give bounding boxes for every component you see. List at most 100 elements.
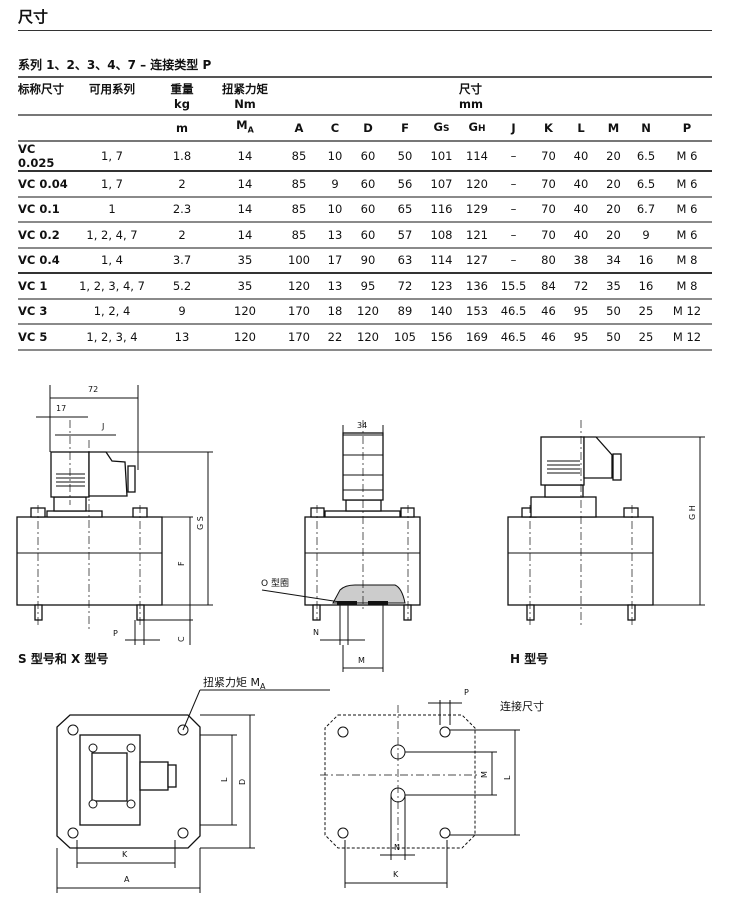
col-j: J: [495, 115, 532, 142]
value-cell: –: [495, 222, 532, 249]
front-view: 34 O 型圈 N M: [261, 420, 421, 672]
value-cell: 114: [424, 247, 459, 274]
top-view-valve: 扭紧力矩 MA K A L D: [56, 675, 330, 893]
value-cell: 120: [350, 298, 386, 325]
value-cell: 13: [320, 222, 350, 249]
caption-h: H 型号: [510, 651, 548, 666]
value-cell: 14: [212, 171, 278, 198]
value-cell: 1, 2, 4: [72, 298, 152, 325]
value-cell: 72: [386, 273, 424, 300]
value-cell: 1: [72, 196, 152, 223]
value-cell: 2: [152, 222, 212, 249]
value-cell: 95: [350, 273, 386, 300]
value-cell: 14: [212, 222, 278, 249]
dim-n: N: [313, 628, 319, 637]
value-cell: 40: [565, 141, 597, 172]
dim-k-conn: K: [393, 870, 399, 879]
dim-j: J: [101, 422, 104, 431]
value-cell: –: [495, 196, 532, 223]
value-cell: 70: [532, 171, 565, 198]
value-cell: 40: [565, 222, 597, 249]
value-cell: 72: [565, 273, 597, 300]
value-cell: 60: [350, 196, 386, 223]
value-cell: 107: [424, 171, 459, 198]
value-cell: 10: [320, 141, 350, 172]
value-cell: 1, 4: [72, 247, 152, 274]
value-cell: 13: [152, 324, 212, 351]
col-m: m: [152, 115, 212, 142]
value-cell: 120: [278, 273, 320, 300]
value-cell: 153: [459, 298, 495, 325]
value-cell: 85: [278, 141, 320, 172]
value-cell: 34: [597, 247, 630, 274]
value-cell: M 12: [662, 298, 712, 325]
value-cell: 6.5: [630, 141, 662, 172]
col-c: C: [320, 115, 350, 142]
col-n: N: [630, 115, 662, 142]
value-cell: 25: [630, 324, 662, 351]
value-cell: –: [495, 141, 532, 172]
col-d: D: [350, 115, 386, 142]
value-cell: 127: [459, 247, 495, 274]
size-cell: VC 0.4: [18, 247, 72, 274]
value-cell: 1, 7: [72, 141, 152, 172]
side-view-h: G H H 型号: [507, 420, 705, 666]
value-cell: 9: [630, 222, 662, 249]
value-cell: 136: [459, 273, 495, 300]
value-cell: 120: [212, 298, 278, 325]
col-mm: M: [597, 115, 630, 142]
value-cell: 35: [597, 273, 630, 300]
col-l: L: [565, 115, 597, 142]
value-cell: M 6: [662, 141, 712, 172]
title-divider: [18, 30, 712, 31]
value-cell: 50: [386, 141, 424, 172]
connection-dimensions: 连接尺寸 P M L N K: [320, 688, 544, 888]
dim-l-conn: L: [503, 775, 512, 780]
size-cell: VC 0.1: [18, 196, 72, 223]
col-k: K: [532, 115, 565, 142]
value-cell: 46: [532, 298, 565, 325]
value-cell: 65: [386, 196, 424, 223]
value-cell: 10: [320, 196, 350, 223]
value-cell: 60: [350, 222, 386, 249]
value-cell: 129: [459, 196, 495, 223]
value-cell: 1, 2, 3, 4: [72, 324, 152, 351]
value-cell: 84: [532, 273, 565, 300]
col-ma: MA: [212, 115, 278, 142]
col-f: F: [386, 115, 424, 142]
value-cell: 120: [212, 324, 278, 351]
connection-dims-label: 连接尺寸: [500, 699, 544, 713]
value-cell: 13: [320, 273, 350, 300]
value-cell: 56: [386, 171, 424, 198]
value-cell: 169: [459, 324, 495, 351]
col-gs: GS: [424, 115, 459, 142]
value-cell: 60: [350, 141, 386, 172]
value-cell: 9: [152, 298, 212, 325]
value-cell: 20: [597, 222, 630, 249]
value-cell: 85: [278, 171, 320, 198]
value-cell: 70: [532, 222, 565, 249]
caption-s-x: S 型号和 X 型号: [18, 651, 108, 666]
dim-f: F: [177, 561, 186, 566]
value-cell: 89: [386, 298, 424, 325]
dim-l-left: L: [220, 777, 229, 782]
dim-p: P: [113, 629, 118, 638]
size-cell: VC 5: [18, 324, 72, 351]
value-cell: 16: [630, 247, 662, 274]
value-cell: 40: [565, 196, 597, 223]
value-cell: 20: [597, 141, 630, 172]
value-cell: 100: [278, 247, 320, 274]
dim-n-conn: N: [394, 843, 400, 852]
value-cell: 35: [212, 247, 278, 274]
dim-gs: G S: [196, 516, 205, 530]
value-cell: 22: [320, 324, 350, 351]
value-cell: 63: [386, 247, 424, 274]
